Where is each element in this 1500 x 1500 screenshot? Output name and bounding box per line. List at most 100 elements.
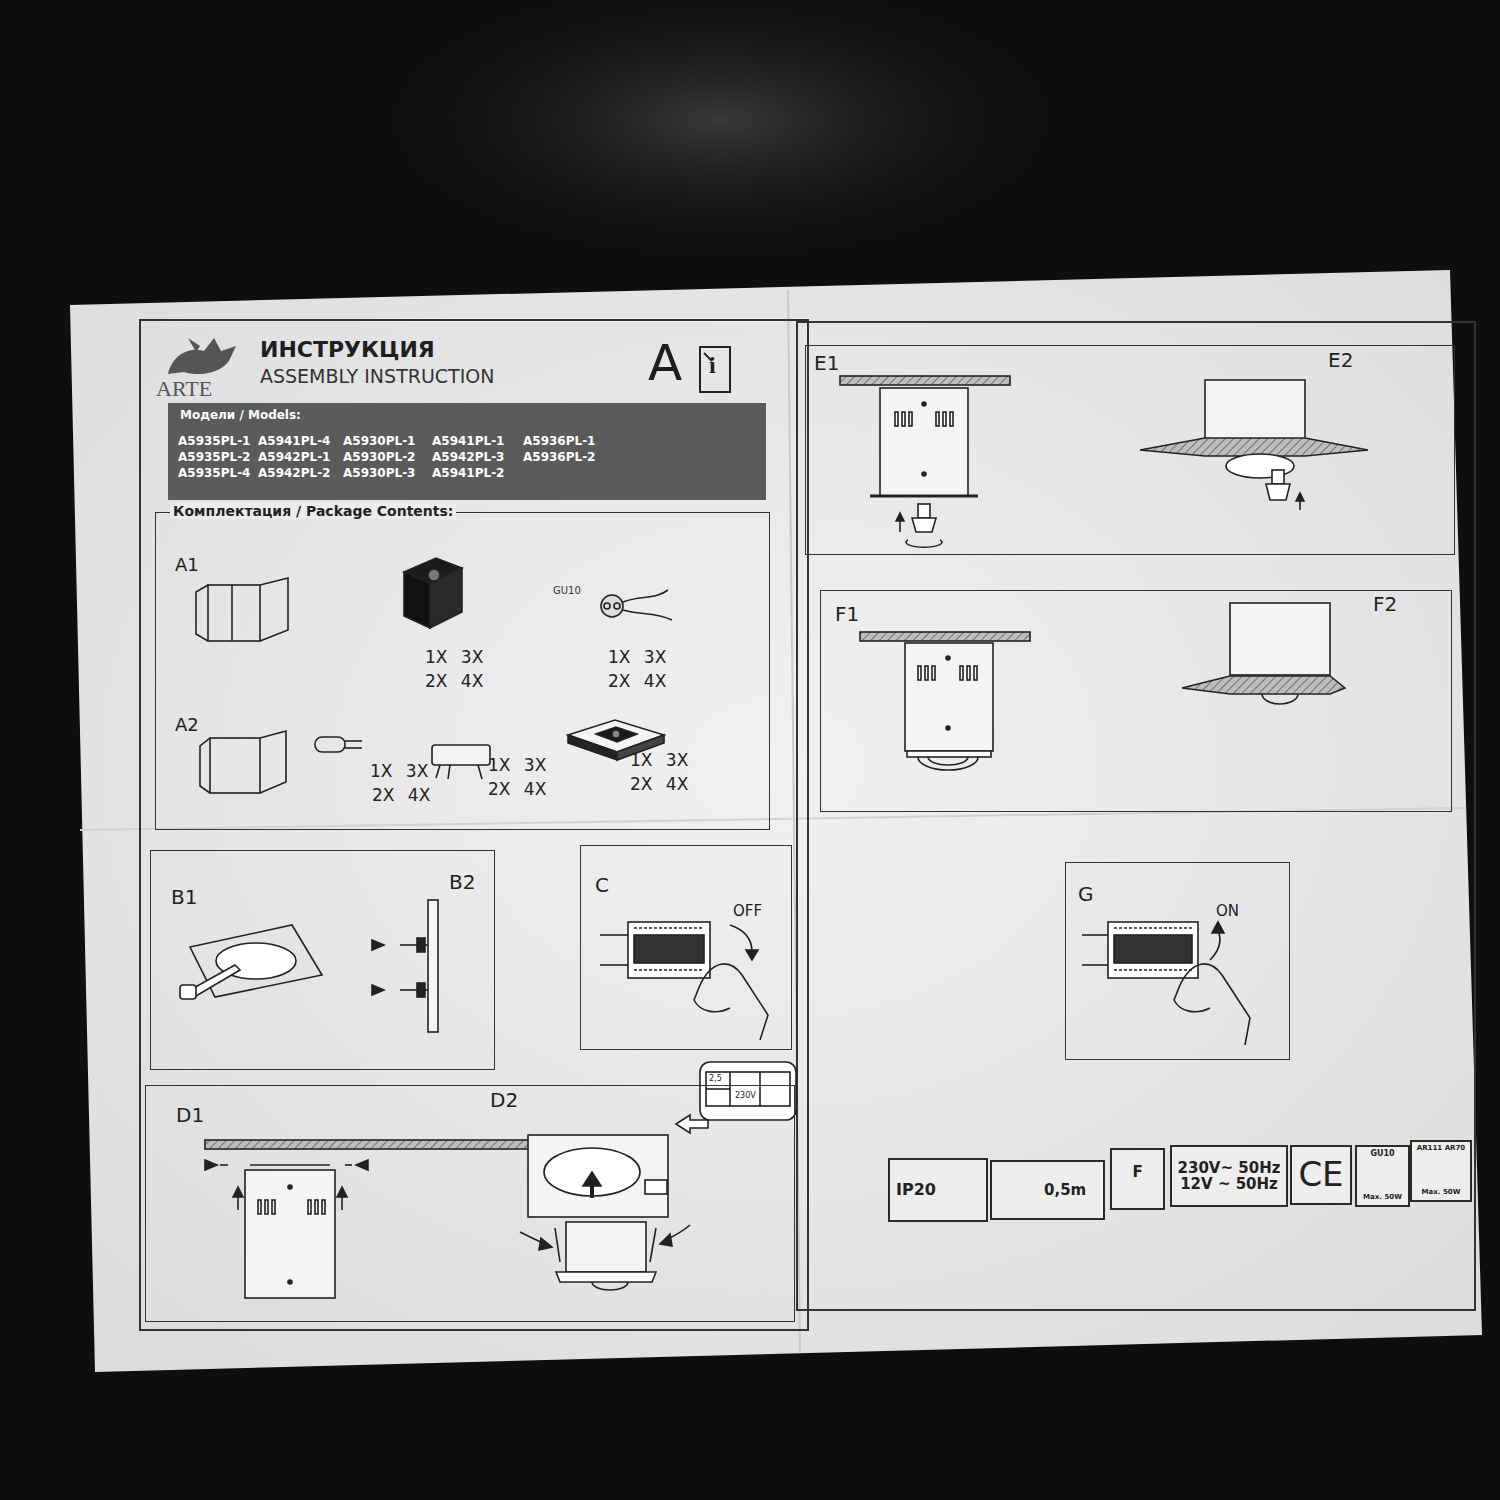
logo-part [168, 338, 236, 374]
panel-label: A1 [175, 555, 199, 575]
quantity: 2X 4X [630, 775, 688, 794]
step-e-illustration-part [922, 472, 926, 476]
step-d-illustration-part [528, 1135, 668, 1217]
step-b-illustration-part [180, 985, 196, 999]
breaker-off-part [746, 950, 758, 960]
model-list: A5941PL-4 A5942PL-1 A5942PL-2 [258, 433, 336, 481]
step-f-illustration-part [960, 666, 963, 680]
paper-sheet-part [70, 270, 1482, 1372]
step-panel: F1F2 [820, 590, 1452, 812]
package-illustrations-part [208, 585, 260, 641]
step-e-illustration-part [906, 540, 942, 547]
paper-sheet [70, 270, 1482, 1372]
quantity: 2X 4X [425, 672, 483, 691]
step-e-illustration-part [950, 412, 953, 426]
part-name: GU10 [553, 585, 581, 596]
package-illustrations-part [210, 738, 260, 793]
step-d-illustration-part [265, 1200, 268, 1214]
step-d-illustration-part [205, 1160, 217, 1170]
package-illustrations-part [436, 765, 440, 778]
models-band: Модели / Models:A5935PL-1 A5935PL-2 A593… [168, 403, 766, 500]
step-f-illustration-part [1262, 694, 1298, 704]
step-d-illustration-part [245, 1170, 335, 1298]
step-e-illustration-part [870, 495, 978, 498]
rating-text: 0,5m [1044, 1182, 1086, 1199]
step-e-illustration-part [922, 402, 926, 406]
package-illustrations-part [260, 578, 288, 641]
step-d-illustration [205, 1062, 796, 1298]
package-illustrations-part [478, 765, 482, 779]
package-illustrations-part [596, 727, 637, 742]
breaker-on-part [1114, 969, 1192, 971]
step-e-illustration-part [1266, 484, 1290, 500]
package-illustrations-part [315, 737, 345, 752]
step-f-illustration-part [918, 757, 978, 770]
package-illustrations-part [260, 731, 286, 793]
logo [168, 338, 236, 374]
step-d-illustration-part [288, 1280, 292, 1284]
rating-box: 230V~ 50Hz12V ~ 50Hz [1170, 1145, 1288, 1207]
step-d-illustration-part [322, 1200, 325, 1214]
step-b-illustration-part [372, 940, 384, 950]
breaker-on-part [1210, 930, 1220, 960]
breaker-on-part [1082, 964, 1108, 966]
step-d-illustration-part [220, 1164, 228, 1166]
model-list: A5930PL-1 A5930PL-2 A5930PL-3 [343, 433, 421, 481]
step-f-illustration-part [925, 666, 928, 680]
step-d-illustration-part [288, 1185, 292, 1189]
page-frame-part [140, 320, 808, 1330]
model-list: A5941PL-1 A5942PL-3 A5941PL-2 [432, 433, 510, 481]
breaker-off-part [628, 922, 710, 978]
step-d-illustration-part [315, 1200, 318, 1214]
quantity: 1X 3X [630, 751, 688, 770]
step-d-illustration-part [233, 1187, 243, 1197]
step-e-illustration-part [840, 376, 1010, 385]
step-d-illustration-part [592, 1282, 628, 1290]
step-f-illustration-part [967, 666, 970, 680]
step-f-illustration-part [974, 666, 977, 680]
breaker-off [600, 922, 768, 1040]
title: ИНСТРУКЦИЯ [260, 338, 435, 362]
panel-label: ON [1216, 903, 1239, 920]
page-frame [140, 320, 1475, 1330]
breaker-off-part [634, 969, 704, 971]
step-e-illustration-part [1205, 380, 1305, 445]
breaker-off-part [730, 925, 752, 952]
rating-text: 230V~ 50Hz [1178, 1160, 1281, 1177]
package-illustrations-part [623, 610, 672, 620]
step-e-illustration-part [895, 412, 898, 426]
rating-box: CE [1290, 1145, 1352, 1205]
breaker-off-part [634, 935, 704, 963]
step-f-illustration-part [946, 656, 950, 660]
step-d-illustration-part [272, 1200, 275, 1214]
step-panel: COFF [580, 845, 792, 1050]
step-b-illustration-part [417, 983, 425, 997]
package-illustrations-part [200, 738, 210, 793]
panel-label: B1 [171, 886, 197, 909]
breaker-off-part [600, 934, 628, 936]
page-frame-part [797, 322, 1475, 1310]
step-f-illustration-part [932, 666, 935, 680]
model-list: A5936PL-1 A5936PL-2 [523, 433, 601, 465]
step-b-illustration-part [417, 938, 425, 952]
step-e-illustration-part [880, 388, 968, 496]
step-d-illustration-part [700, 1062, 796, 1120]
panel-label: C [595, 874, 609, 897]
step-d-illustration-part [583, 1172, 601, 1186]
quantity: 2X 4X [608, 672, 666, 691]
step-f-illustration-part [907, 751, 991, 757]
package-illustrations-part [231, 585, 233, 641]
rating-text: AR111 AR70 [1417, 1145, 1465, 1153]
rating-box: AR111 AR70Max. 50W [1410, 1140, 1472, 1202]
model-list: A5935PL-1 A5935PL-2 A5935PL-4 [178, 433, 256, 481]
step-e-illustration-part [1272, 470, 1284, 484]
voltage-note: 230V [734, 1092, 757, 1101]
step-d-illustration-part [205, 1140, 580, 1149]
panel-label: Комплектация / Package Contents: [170, 503, 456, 519]
package-illustrations [196, 558, 672, 793]
step-e-illustration-part [896, 513, 904, 521]
rating-text: IP20 [896, 1181, 936, 1199]
step-e-illustration-part [936, 412, 939, 426]
breaker-off-part [700, 964, 768, 1040]
